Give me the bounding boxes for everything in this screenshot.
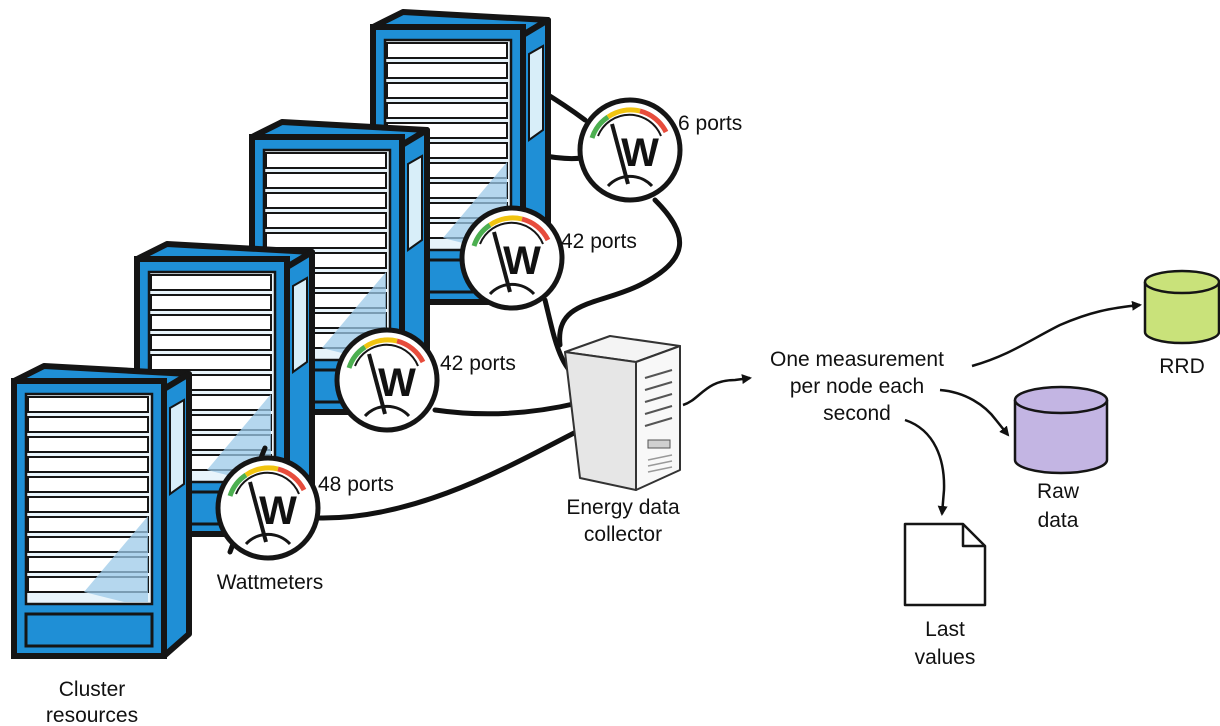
wattmeter-glyph: W [621, 131, 659, 175]
last-values-label: Last [925, 618, 965, 641]
rrd-database-icon [1143, 269, 1220, 345]
ports-label: 48 ports [318, 473, 394, 496]
wattmeter-glyph: W [378, 361, 416, 405]
wattmeter-42-ports-upper: W 42 ports [462, 208, 637, 308]
measurement-label: second [823, 402, 891, 425]
document-icon [903, 522, 987, 607]
raw-data-label: Raw [1037, 480, 1080, 503]
rrd-label: RRD [1159, 355, 1205, 378]
cluster-label: resources [46, 704, 138, 726]
wattmeter-42-ports-lower: W 42 ports [337, 330, 516, 430]
wattmeter-glyph: W [503, 239, 541, 283]
collector-label: collector [584, 523, 662, 546]
ports-label: 6 ports [678, 112, 742, 135]
wattmeter-6-ports: W 6 ports [580, 100, 742, 200]
wattmeter-glyph: W [259, 489, 297, 533]
ports-label: 42 ports [561, 230, 637, 253]
last-values-label: values [915, 646, 976, 669]
raw-data-label: data [1038, 509, 1079, 532]
raw-data-database-icon [1013, 385, 1109, 475]
ports-label: 42 ports [440, 352, 516, 375]
wattmeters-label: Wattmeters [217, 571, 324, 594]
server-rack-icon [14, 366, 189, 656]
collector-label: Energy data [566, 496, 680, 519]
measurement-label: One measurement [770, 348, 944, 371]
tower-server-icon [564, 335, 681, 491]
cluster-label: Cluster [59, 678, 126, 701]
measurement-label: per node each [790, 375, 924, 398]
wattmeter-48-ports: W 48 ports [218, 458, 394, 558]
flow-arrows [682, 300, 1142, 516]
